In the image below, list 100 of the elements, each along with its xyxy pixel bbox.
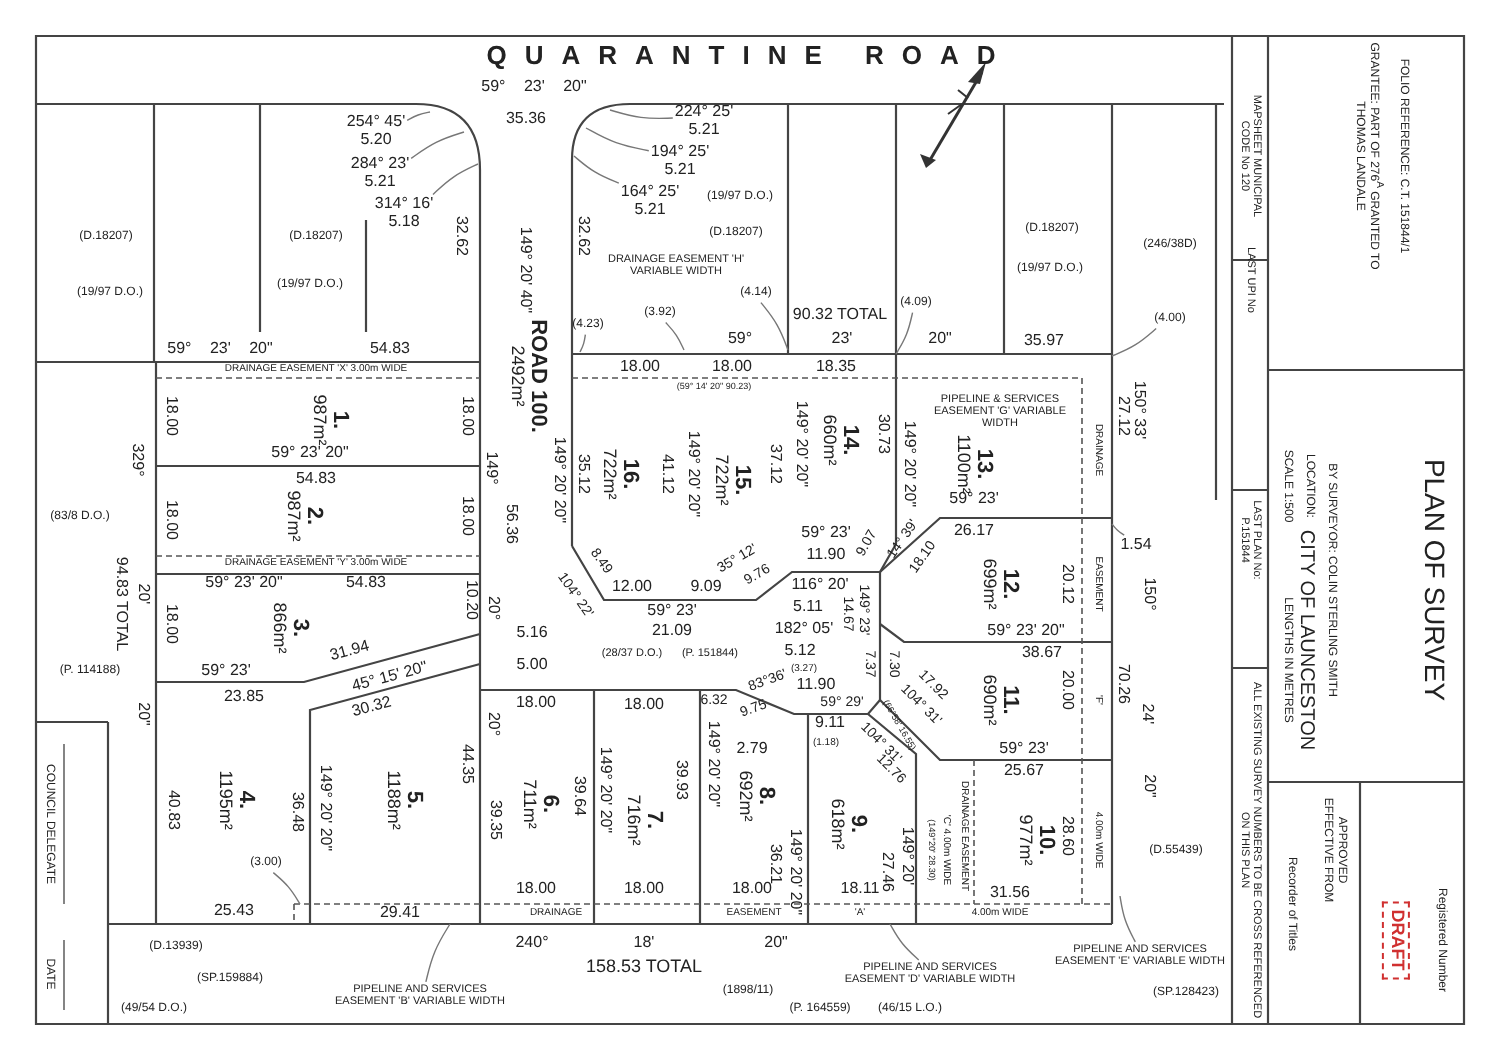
leader-line [1111,523,1125,536]
dimension-text: 9.11 [815,715,845,733]
leader-line [573,155,620,184]
dimension-text: 23.85 [223,689,265,707]
dimension-text: 23' [831,331,853,349]
leader-line [579,333,587,353]
dimension-text: 18.00 [731,881,773,899]
dimension-text: 36.21 [766,843,783,885]
dimension-text: 59° 23' 20" [987,623,1065,641]
lot-number: 15. [729,462,754,500]
dimension-text: 149° 20' 20" [899,420,917,508]
distance-text: 5.21 [686,122,722,140]
distance-text: 5.21 [662,162,698,180]
dimension-text: 59° 23' 20" [271,445,349,463]
plan-title: PLAN OF SURVEY [1418,458,1450,702]
bearing-text: 314° 16' [374,196,434,214]
dimension-text: 59° 23' 20" [481,79,587,97]
dimension-text: 149° 20' 20" [785,828,803,916]
dimension-text: 1.54 [1120,537,1152,555]
dimension-text: 35.36 [505,111,547,129]
dimension-text: 36.48 [287,791,305,833]
dimension-text: 29.41 [379,905,421,923]
dimension-text: 18.00 [515,695,557,713]
leader-line [425,923,451,983]
dimension-text: 20" [764,935,788,953]
dimension-text: 2.79 [736,741,768,759]
dimension-text: 32.62 [451,215,469,257]
dimension-text: 70.26 [1113,663,1131,705]
dimension-text: 5.00 [516,657,548,675]
dimension-text: 18.00 [711,359,753,377]
bearing-text: 254° 45' [346,114,406,132]
dimension-text: 149° 20' 20" [595,746,613,834]
dimension-text: 149° 20' 20" [683,430,701,518]
leader-line [1119,895,1136,943]
dimension-text: 12.00 [611,579,653,597]
lot-area: 977m² [1014,814,1034,866]
dimension-text: 41.12 [657,453,675,495]
dimension-text: 158.53 TOTAL [585,958,703,978]
lot-area: 1195m² [214,770,234,830]
dimension-text: 37.12 [765,443,783,485]
dimension-text: 39.93 [671,759,689,801]
dimension-text: 44.35 [457,743,475,785]
road-name: QUARANTINE ROAD [486,41,1014,71]
dimension-text: 149° [481,451,499,485]
lot-area: 866m² [268,602,288,654]
lot-area: 987m² [282,490,302,542]
dimension-text: 39.35 [485,799,503,841]
leader-line [665,321,685,351]
dimension-text: 20" [133,702,151,726]
lot-number: 13. [971,446,996,484]
dimension-text: 59° 23' 20" [205,575,283,593]
lot-number: 11. [997,683,1022,719]
dimension-text: 150° 33' [1130,380,1147,440]
dimension-text: 59° 23' [201,663,251,681]
dimension-text: 90.32 TOTAL [792,307,888,325]
dimension-text: 11.90 [806,547,846,565]
distance-text: 5.20 [358,132,394,150]
dimension-text: 18.00 [515,881,557,899]
lot-number: 9. [845,812,870,838]
dimension-text: 149° 20' 20" [549,436,567,524]
lot-number: 6. [537,792,562,818]
lot-area: 692m² [734,770,754,822]
dimension-text: 35.12 [573,453,591,495]
location-name: CITY OF LAUNCESTON [1295,529,1317,751]
leader-line [410,131,465,160]
dimension-text: 149° 20' 20" [703,720,721,808]
dimension-text: 18' [633,935,655,953]
dimension-text: 56.36 [501,503,519,545]
lot-area: 1100m² [952,434,972,494]
dimension-text: 35.97 [1023,333,1065,351]
distance-text: 5.21 [362,174,398,192]
lot-number: 12. [997,566,1022,604]
dimension-text: 18.00 [623,881,665,899]
dimension-text: 59° 23' [647,603,697,621]
dimension-text: 30.73 [873,413,891,455]
dimension-text: 18.00 [161,395,179,437]
lot-area: 987m² [308,394,328,446]
dimension-text: 59° 23' [801,525,851,543]
dimension-text: 182° 05' [774,621,834,639]
dimension-text: 40.83 [163,789,181,831]
dimension-text: 25.43 [213,903,255,921]
leader-line [889,923,920,961]
dimension-text: 116° 20' [791,577,849,595]
draft-stamp: DRAFT [1382,901,1410,979]
dimension-text: 5.16 [516,625,548,643]
lot-area: 1188m² [382,770,402,830]
distance-text: 5.21 [632,202,668,220]
lot-number: 8. [753,784,778,810]
lot-area: 711m² [518,779,538,829]
leader-line [585,127,650,152]
dimension-text: 20.00 [1057,669,1075,711]
dimension-text: 28.60 [1057,815,1075,857]
dimension-text: 32.62 [573,215,591,257]
lot-number: 1. [327,408,352,434]
bearing-text: 164° 25' [620,184,680,202]
lot-area: 716m² [622,794,642,846]
dimension-text: 38.67 [1021,645,1063,663]
dimension-text: 94.83 TOTAL [111,556,129,652]
distance-text: 5.18 [386,214,422,232]
road-name: ROAD 100. [525,319,550,433]
